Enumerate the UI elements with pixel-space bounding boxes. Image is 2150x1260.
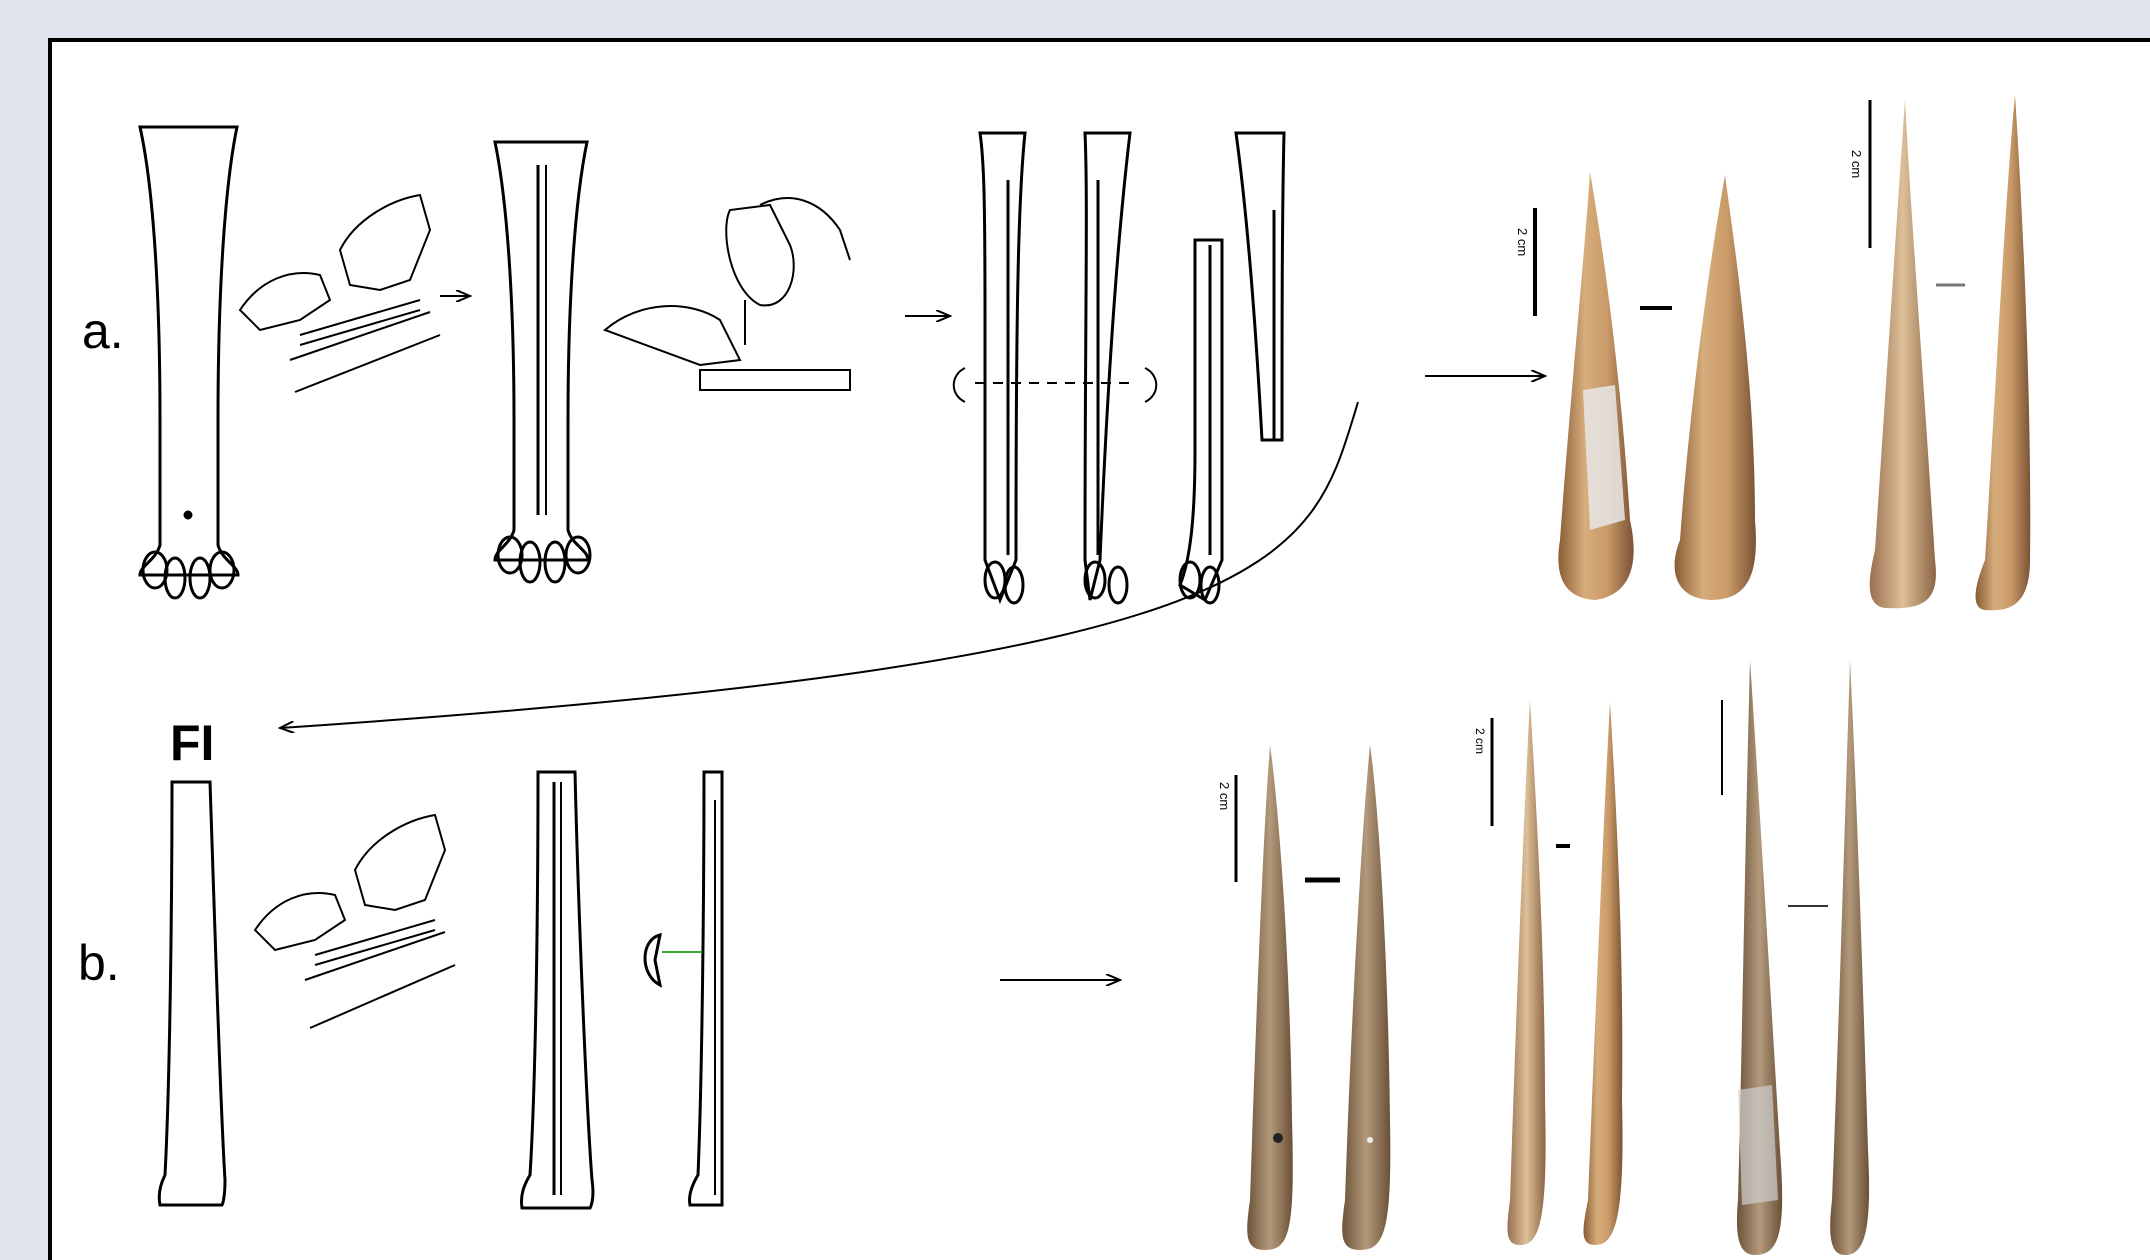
scale-label-b2: 2 cm bbox=[1473, 728, 1487, 754]
scale-label-b1: 2 cm bbox=[1217, 782, 1232, 810]
split-halves-drawing bbox=[954, 133, 1284, 603]
scale-label-a2: 2 cm bbox=[1849, 150, 1864, 178]
awl-photo-pair-4 bbox=[1492, 700, 1623, 1245]
hands-splitting-illustration bbox=[605, 198, 850, 390]
panel-a-label: a. bbox=[82, 303, 124, 359]
hands-grooving-illustration bbox=[240, 195, 470, 392]
phalanx-split-drawing bbox=[645, 772, 722, 1205]
metapodial-grooved-drawing bbox=[495, 142, 590, 582]
phalanx-grooved-drawing bbox=[521, 772, 592, 1208]
awl-photo-pair-1 bbox=[1535, 172, 1756, 600]
fl-label: FI bbox=[170, 715, 214, 771]
first-phalanx-blank-drawing bbox=[159, 782, 225, 1205]
panel-b-label: b. bbox=[78, 935, 120, 991]
awl-photo-pair-3 bbox=[1236, 745, 1390, 1250]
awl-photo-pair-2 bbox=[1870, 95, 2031, 610]
scale-label-a1: 2 cm bbox=[1515, 228, 1530, 256]
awl-photo-pair-5 bbox=[1722, 660, 1869, 1255]
metapodial-whole-drawing bbox=[140, 127, 238, 598]
hands-grooving-illustration-b bbox=[255, 815, 455, 1028]
